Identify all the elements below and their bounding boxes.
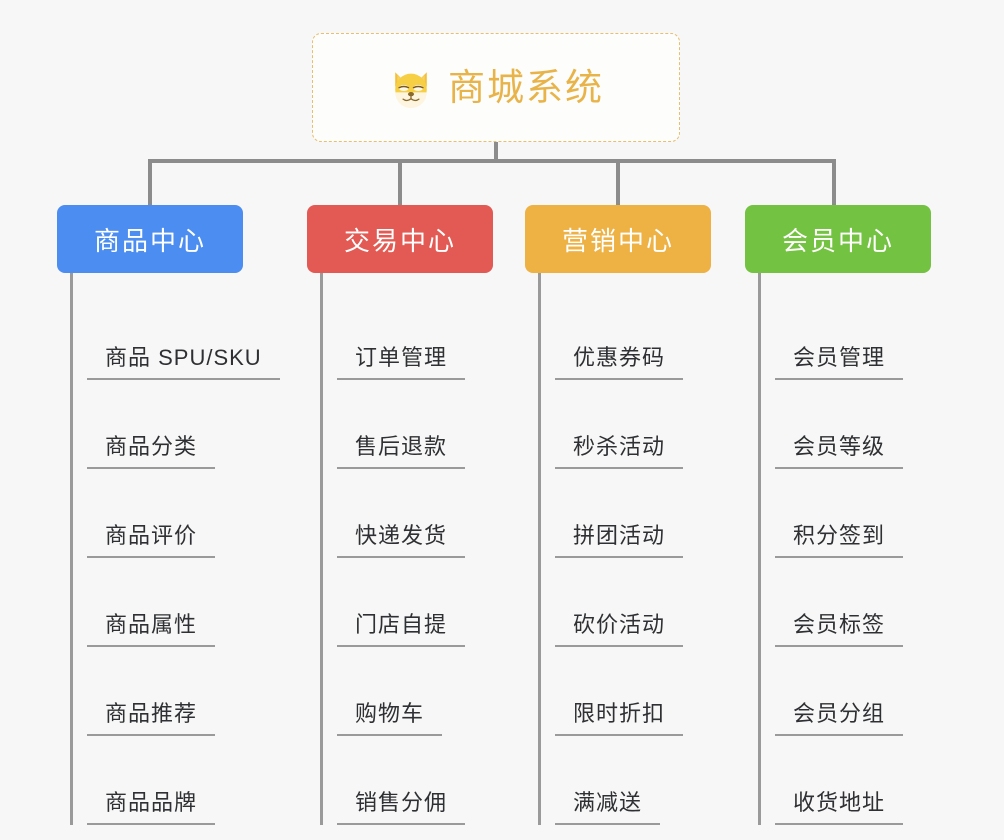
leaf-label: 会员管理 [775,345,904,380]
list-item[interactable]: 收货地址 [775,736,968,825]
list-item[interactable]: 积分签到 [775,469,968,558]
list-item[interactable]: 限时折扣 [555,647,748,736]
list-item[interactable]: 快递发货 [337,469,530,558]
leaf-label: 收货地址 [775,790,904,825]
leaf-list-trade-center: 订单管理 售后退款 快递发货 门店自提 购物车 销售分佣 [320,273,530,825]
branch-product-center: 商品中心 商品 SPU/SKU 商品分类 商品评价 商品属性 商品推荐 商品品牌 [57,205,300,825]
leaf-label: 优惠券码 [555,345,684,380]
list-item[interactable]: 商品推荐 [87,647,300,736]
leaf-label: 快递发货 [337,523,466,558]
leaf-label: 商品评价 [87,523,216,558]
leaf-label: 销售分佣 [337,790,466,825]
connector-drop-4 [832,159,836,206]
leaf-list-marketing-center: 优惠券码 秒杀活动 拼团活动 砍价活动 限时折扣 满减送 [538,273,748,825]
leaf-label: 拼团活动 [555,523,684,558]
branch-header-product-center[interactable]: 商品中心 [57,205,243,273]
list-item[interactable]: 优惠券码 [555,291,748,380]
branch-header-label: 商品中心 [93,225,206,256]
connector-drop-3 [616,159,620,206]
list-item[interactable]: 商品品牌 [87,736,300,825]
list-item[interactable]: 砍价活动 [555,558,748,647]
leaf-label: 商品 SPU/SKU [87,345,280,380]
list-item[interactable]: 商品分类 [87,380,300,469]
leaf-label: 商品品牌 [87,790,216,825]
shiba-inu-dog-face-icon [395,71,427,108]
list-item[interactable]: 会员分组 [775,647,968,736]
leaf-label: 售后退款 [337,434,466,469]
leaf-label: 订单管理 [337,345,466,380]
branch-trade-center: 交易中心 订单管理 售后退款 快递发货 门店自提 购物车 销售分佣 [307,205,530,825]
list-item[interactable]: 订单管理 [337,291,530,380]
list-item[interactable]: 门店自提 [337,558,530,647]
list-item[interactable]: 会员标签 [775,558,968,647]
leaf-label: 砍价活动 [555,612,684,647]
leaf-label: 会员分组 [775,701,904,736]
list-item[interactable]: 会员管理 [775,291,968,380]
connector-distribution-bar [148,159,836,163]
branch-header-trade-center[interactable]: 交易中心 [307,205,493,273]
leaf-list-product-center: 商品 SPU/SKU 商品分类 商品评价 商品属性 商品推荐 商品品牌 [70,273,300,825]
leaf-list-member-center: 会员管理 会员等级 积分签到 会员标签 会员分组 收货地址 [758,273,968,825]
leaf-label: 商品分类 [87,434,216,469]
connector-root-stem [494,142,498,162]
branch-header-label: 会员中心 [781,225,894,256]
branch-marketing-center: 营销中心 优惠券码 秒杀活动 拼团活动 砍价活动 限时折扣 满减送 [525,205,748,825]
list-item[interactable]: 满减送 [555,736,748,825]
list-item[interactable]: 商品评价 [87,469,300,558]
leaf-label: 会员等级 [775,434,904,469]
list-item[interactable]: 商品属性 [87,558,300,647]
leaf-label: 商品推荐 [87,701,216,736]
list-item[interactable]: 拼团活动 [555,469,748,558]
leaf-label: 购物车 [337,701,443,736]
branch-header-label: 营销中心 [561,225,674,256]
leaf-label: 会员标签 [775,612,904,647]
list-item[interactable]: 商品 SPU/SKU [87,291,300,380]
leaf-label: 积分签到 [775,523,904,558]
root-title: 商城系统 [448,67,604,108]
leaf-label: 限时折扣 [555,701,684,736]
root-node[interactable]: 商城系统 [312,33,680,142]
leaf-label: 秒杀活动 [555,434,684,469]
list-item[interactable]: 销售分佣 [337,736,530,825]
connector-drop-2 [398,159,402,206]
list-item[interactable]: 购物车 [337,647,530,736]
connector-drop-1 [148,159,152,206]
list-item[interactable]: 售后退款 [337,380,530,469]
leaf-label: 满减送 [555,790,661,825]
branch-member-center: 会员中心 会员管理 会员等级 积分签到 会员标签 会员分组 收货地址 [745,205,968,825]
branch-header-marketing-center[interactable]: 营销中心 [525,205,711,273]
leaf-label: 商品属性 [87,612,216,647]
list-item[interactable]: 会员等级 [775,380,968,469]
leaf-label: 门店自提 [337,612,466,647]
list-item[interactable]: 秒杀活动 [555,380,748,469]
branch-header-label: 交易中心 [343,225,456,256]
branch-header-member-center[interactable]: 会员中心 [745,205,931,273]
